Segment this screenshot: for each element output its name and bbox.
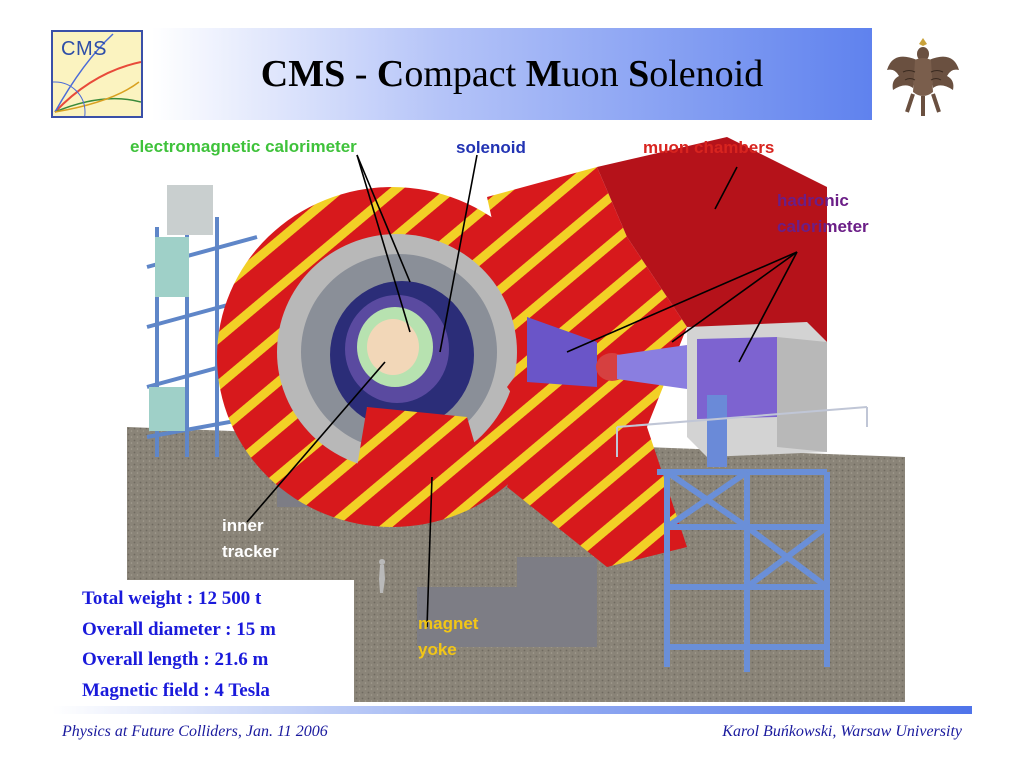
footer-left: Physics at Future Colliders, Jan. 11 200…: [62, 723, 328, 740]
label-magnet-yoke: magnet yoke: [418, 614, 479, 659]
label-electromagnetic-calorimeter: electromagnetic calorimeter: [130, 137, 357, 156]
page-title: CMS - Compact Muon Solenoid: [260, 53, 764, 95]
specs-box: Total weight : 12 500 t Overall diameter…: [74, 580, 354, 704]
spec-magnetic-field: Magnetic field : 4 Tesla: [82, 679, 270, 701]
eagle-emblem-icon: [887, 38, 959, 116]
cms-detector-illustration: [127, 127, 905, 702]
label-inner-tracker: inner tracker: [222, 516, 279, 561]
particle-tracks-graphic: [53, 33, 141, 116]
cms-logo: CMS: [51, 30, 143, 118]
spec-overall-length: Overall length : 21.6 m: [82, 649, 269, 670]
footer-right: Karol Buńkowski, Warsaw University: [722, 723, 962, 740]
spec-total-weight: Total weight : 12 500 t: [82, 588, 262, 609]
label-hadronic-calorimeter: hadronic calorimeter: [777, 191, 869, 236]
footer-bar: [52, 706, 972, 714]
label-solenoid: solenoid: [456, 138, 526, 157]
logo-text: CMS: [61, 38, 107, 60]
label-muon-chambers: muon chambers: [643, 138, 775, 157]
title-bar: CMS - Compact Muon Solenoid: [152, 28, 872, 120]
spec-overall-diameter: Overall diameter : 15 m: [82, 618, 276, 640]
